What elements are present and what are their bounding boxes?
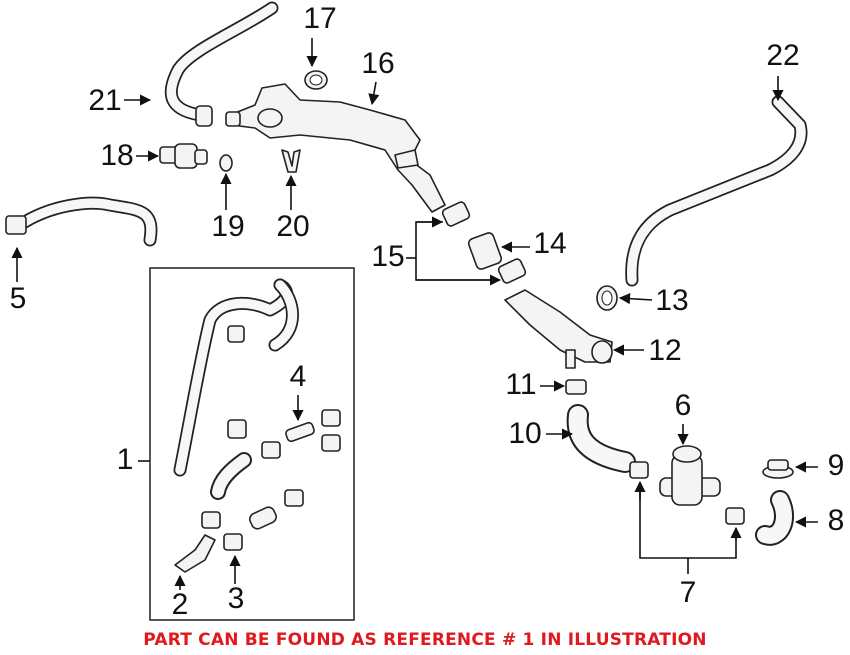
callout-1: 1 [117,443,134,476]
reference-note: PART CAN BE FOUND AS REFERENCE # 1 IN IL… [143,630,707,650]
callout-19: 19 [211,210,244,243]
kit-parts [173,278,341,573]
part-14-hose [467,232,503,270]
leader-lines [11,38,818,590]
part-18-sensor [159,143,208,169]
part-21-hose [164,1,279,127]
part-12-housing [504,289,613,369]
callout-15: 15 [371,240,404,273]
callout-12: 12 [648,334,681,367]
kit-box [149,267,355,621]
callout-4: 4 [290,360,307,393]
callout-7: 7 [680,576,697,609]
callout-10: 10 [508,417,541,450]
part-10-hose [566,404,636,473]
part-13-o-ring-hole [601,290,613,306]
part-20-clip [281,149,301,173]
callout-16: 16 [361,47,394,80]
part-6-valve [659,445,721,506]
callout-18: 18 [100,139,133,172]
callout-11: 11 [505,368,536,401]
callout-13: 13 [655,284,688,317]
part-15-clamp-lower [497,258,527,284]
callout-9: 9 [828,449,845,482]
callout-21: 21 [88,84,121,117]
part-8-hose [755,490,794,546]
callout-5: 5 [10,282,27,315]
part-15-clamp-upper [441,201,471,227]
part-22-pipe [625,95,808,287]
callout-2: 2 [172,588,189,621]
callout-17: 17 [303,2,336,35]
callout-6: 6 [675,389,692,422]
part-17-o-ring-hole [309,74,323,86]
part-5-hose [5,196,158,247]
callout-14: 14 [533,227,566,260]
part-19-seal [219,154,233,172]
callout-22: 22 [766,39,799,72]
callout-8: 8 [828,504,845,537]
callout-3: 3 [228,582,245,615]
part-7-clamp-right [725,507,745,525]
part-16-coolant-pipe [225,83,446,213]
part-7-clamp-left [629,461,649,479]
part-9-cap [762,459,794,479]
callout-20: 20 [276,210,309,243]
part-11-clamp [565,379,587,395]
